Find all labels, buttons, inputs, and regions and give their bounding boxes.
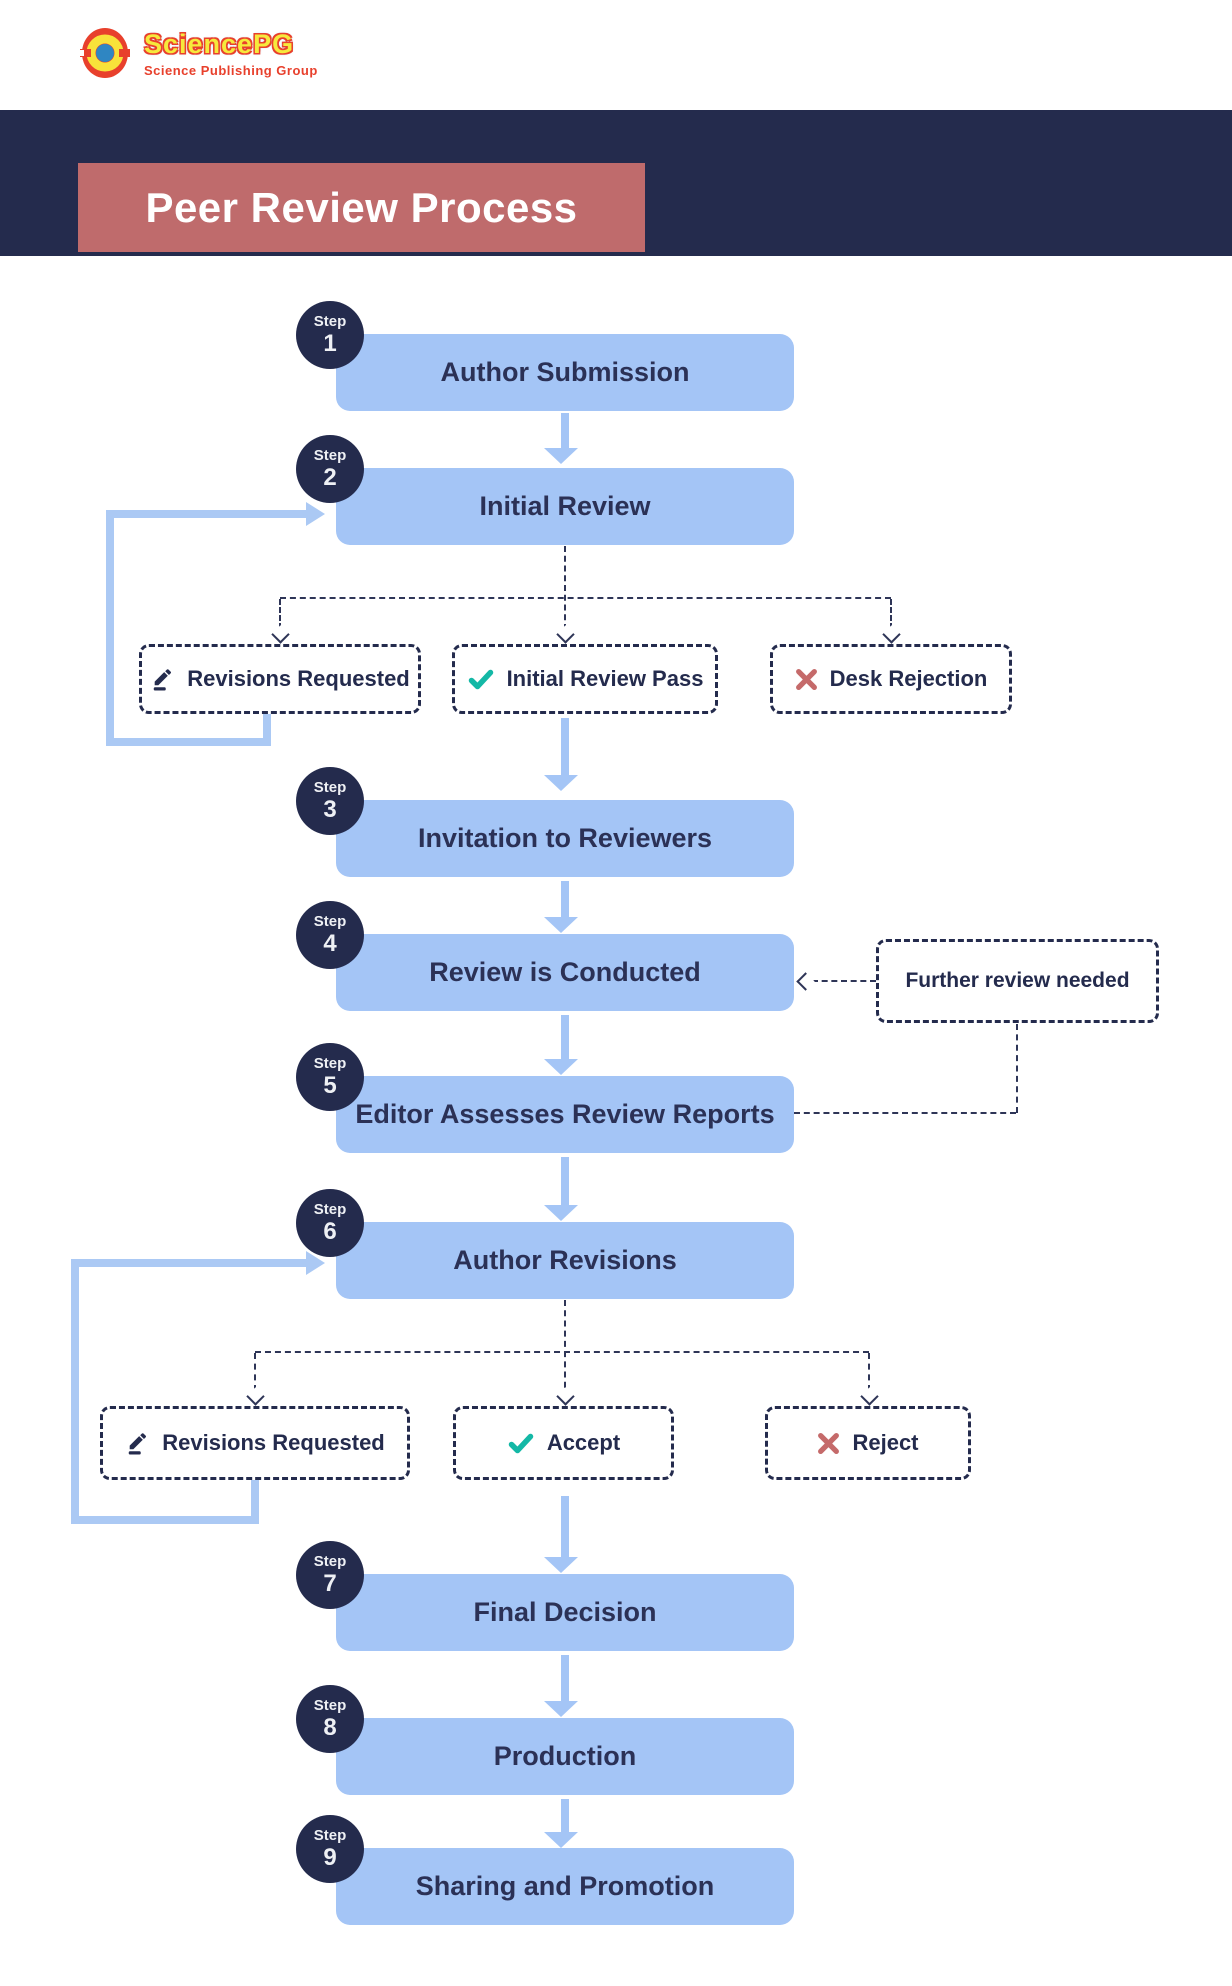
decision-revisions-requested-2: Revisions Requested	[100, 1406, 410, 1480]
down-arrow-head	[544, 1059, 578, 1075]
decision-label: Reject	[852, 1430, 919, 1455]
step-2-badge: Step 2	[296, 435, 364, 503]
dashed-arrowhead-left-icon	[796, 972, 815, 991]
decision-desk-rejection: Desk Rejection	[770, 644, 1012, 714]
step-8-badge: Step 8	[296, 1685, 364, 1753]
down-arrow	[561, 1157, 569, 1205]
decision-label: Revisions Requested	[162, 1430, 385, 1455]
step-5-box: Editor Assesses Review Reports	[336, 1076, 794, 1153]
cross-icon	[817, 1432, 840, 1455]
decision-label: Revisions Requested	[187, 666, 410, 691]
dashed-connector	[564, 1300, 566, 1398]
decision-label: Accept	[546, 1430, 621, 1455]
pencil-icon	[150, 667, 175, 692]
down-arrow-head	[544, 1205, 578, 1221]
down-arrow-head	[544, 448, 578, 464]
cross-icon	[795, 668, 818, 691]
loop-line	[106, 510, 114, 746]
down-arrow-head	[544, 775, 578, 791]
down-arrow	[561, 1496, 569, 1557]
down-arrow	[561, 881, 569, 917]
dashed-connector	[564, 546, 566, 630]
loop-line	[106, 738, 271, 746]
brand-name: SciencePG	[144, 28, 295, 59]
decision-label: Initial Review Pass	[506, 666, 704, 691]
down-arrow-head	[544, 1701, 578, 1717]
step-4-box: Review is Conducted	[336, 934, 794, 1011]
dashed-connector	[1016, 1024, 1018, 1113]
down-arrow	[561, 1655, 569, 1701]
dashed-arrowhead-icon	[556, 1387, 575, 1406]
down-arrow-head	[544, 1832, 578, 1848]
loop-arrowhead-icon	[306, 502, 325, 526]
pencil-icon	[125, 1431, 150, 1456]
decision-accept: Accept	[453, 1406, 674, 1480]
down-arrow-head	[544, 1557, 578, 1573]
step-6-badge: Step 6	[296, 1189, 364, 1257]
down-arrow	[561, 1799, 569, 1832]
step-4-badge: Step 4	[296, 901, 364, 969]
loop-arrowhead-icon	[306, 1251, 325, 1275]
dashed-connector	[812, 980, 876, 982]
page-title: Peer Review Process	[78, 163, 645, 252]
brand: SciencePG Science Publishing Group	[80, 26, 318, 80]
check-icon	[507, 1431, 535, 1455]
dashed-arrowhead-icon	[860, 1387, 879, 1406]
dashed-connector	[255, 1351, 869, 1353]
step-5-badge: Step 5	[296, 1043, 364, 1111]
loop-line	[71, 1516, 259, 1524]
loop-line	[71, 1259, 79, 1524]
dashed-connector	[794, 1112, 1016, 1114]
step-2-box: Initial Review	[336, 468, 794, 545]
dashed-connector	[868, 1353, 870, 1391]
sciencepg-logo-icon	[80, 26, 130, 80]
check-icon	[467, 667, 495, 691]
dashed-arrowhead-icon	[556, 625, 575, 644]
decision-reject: Reject	[765, 1406, 971, 1480]
decision-initial-review-pass: Initial Review Pass	[452, 644, 718, 714]
down-arrow	[561, 1015, 569, 1059]
step-7-box: Final Decision	[336, 1574, 794, 1651]
decision-label: Desk Rejection	[829, 666, 988, 691]
loop-line	[251, 1480, 259, 1524]
down-arrow-head	[544, 917, 578, 933]
step-1-badge: Step 1	[296, 301, 364, 369]
dashed-arrowhead-icon	[246, 1387, 265, 1406]
loop-line	[114, 510, 306, 518]
step-9-box: Sharing and Promotion	[336, 1848, 794, 1925]
brand-tagline: Science Publishing Group	[144, 62, 318, 78]
step-6-box: Author Revisions	[336, 1222, 794, 1299]
down-arrow	[561, 413, 569, 448]
loop-line	[79, 1259, 306, 1267]
loop-line	[263, 712, 271, 744]
dashed-connector	[279, 599, 281, 629]
dashed-connector	[280, 597, 891, 599]
down-arrow	[561, 718, 569, 775]
header: SciencePG Science Publishing Group	[0, 0, 1232, 110]
step-9-badge: Step 9	[296, 1815, 364, 1883]
decision-revisions-requested-1: Revisions Requested	[139, 644, 421, 714]
step-1-box: Author Submission	[336, 334, 794, 411]
step-8-box: Production	[336, 1718, 794, 1795]
step-3-badge: Step 3	[296, 767, 364, 835]
step-3-box: Invitation to Reviewers	[336, 800, 794, 877]
dashed-arrowhead-icon	[271, 625, 290, 644]
dashed-arrowhead-icon	[882, 625, 901, 644]
dashed-connector	[254, 1353, 256, 1391]
dashed-connector	[890, 599, 892, 629]
note-further-review-needed: Further review needed	[876, 939, 1159, 1023]
step-7-badge: Step 7	[296, 1541, 364, 1609]
